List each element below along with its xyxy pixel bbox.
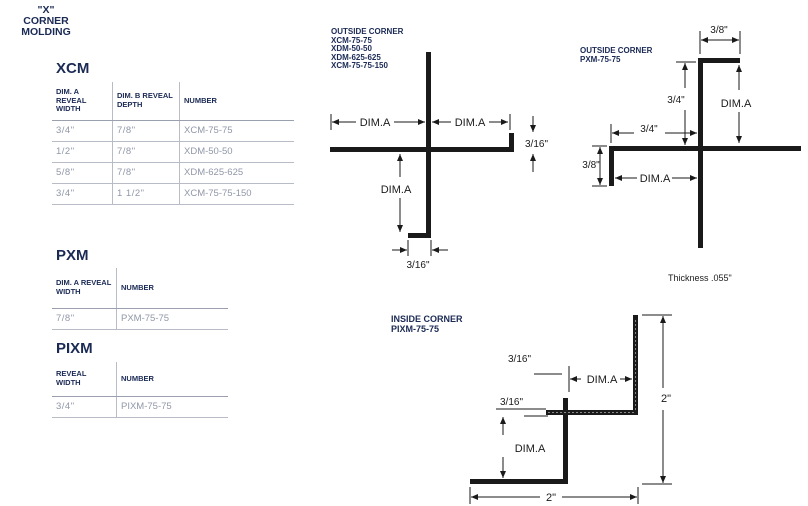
profile-vertical-flange <box>563 398 568 484</box>
profile-left-lip <box>609 146 614 186</box>
dim-3-8-label: 3/8" <box>710 25 728 36</box>
pxm-header-number: NUMBER <box>116 268 228 309</box>
profile-vertical-flange <box>426 52 431 238</box>
table-row: 3/4" PIXM-75-75 <box>52 396 228 418</box>
label-line: OUTSIDE CORNER <box>331 27 404 36</box>
profile-return-lip <box>509 133 514 152</box>
outside-corner-xcm-drawing: DIM.A DIM.A 3/16" DIM.A 3/16" <box>330 52 548 271</box>
dim-3-16-label: 3/16" <box>500 397 523 408</box>
cell-dim-b: 7/8" <box>112 162 180 184</box>
dim-a-label: DIM.A <box>640 173 671 185</box>
profile-horizontal-flange <box>330 147 514 152</box>
page-title: "X" CORNER MOLDING <box>21 4 71 38</box>
profile-horizontal-flange <box>609 146 801 151</box>
cell-dim-b: 1 1/2" <box>112 183 180 205</box>
cell-dim-a: 3/4" <box>52 120 113 142</box>
cell-dim-a: 3/4" <box>52 183 113 205</box>
table-row: 1/2" 7/8" XDM-50-50 <box>52 141 294 163</box>
table-row: 3/4" 1 1/2" XCM-75-75-150 <box>52 183 294 205</box>
dim-3-16-label: 3/16" <box>525 139 548 150</box>
outside-corner-pxm-drawing: 3/8" 3/4" DIM.A 3/4" 3/8" DIM.A Thicknes… <box>582 25 801 283</box>
dim-a-label: DIM.A <box>455 117 486 129</box>
cell-dim-a: 7/8" <box>52 308 117 330</box>
table-row: 3/4" 7/8" XCM-75-75 <box>52 120 294 142</box>
xcm-section-title: XCM <box>56 60 90 77</box>
outside-corner-pxm-label: OUTSIDE CORNER PXM-75-75 <box>580 46 653 64</box>
label-line: XDM-50-50 <box>331 44 372 53</box>
dim-a-label: DIM.A <box>360 117 391 129</box>
pixm-header-number: NUMBER <box>116 362 228 397</box>
label-line: PIXM-75-75 <box>391 324 440 334</box>
cell-dim-b: 7/8" <box>112 141 180 163</box>
cell-dim-a: 1/2" <box>52 141 113 163</box>
pxm-table: DIM. A REVEAL WIDTH NUMBER 7/8" PXM-75-7… <box>52 268 228 330</box>
profile-vertical-flange <box>698 58 703 248</box>
profile-bottom-flange <box>470 479 568 484</box>
cell-dim-a: 5/8" <box>52 162 113 184</box>
dim-3-4-label: 3/4" <box>667 95 685 106</box>
outside-corner-xcm-label: OUTSIDE CORNER XCM-75-75 XDM-50-50 XDM-6… <box>331 27 404 71</box>
cell-number: PXM-75-75 <box>116 308 228 330</box>
thickness-note: Thickness .055" <box>668 273 732 283</box>
dim-2-label: 2" <box>546 492 556 504</box>
inside-corner-pixm-drawing: DIM.A 3/16" 3/16" DIM.A 2" 2" <box>469 314 672 504</box>
label-line: XDM-625-625 <box>331 52 381 62</box>
dim-a-label: DIM.A <box>587 374 618 386</box>
cell-dim-b: 7/8" <box>112 120 180 142</box>
dim-3-4-label: 3/4" <box>640 124 658 135</box>
inside-corner-pixm-label: INSIDE CORNER PIXM-75-75 <box>391 314 463 334</box>
dim-3-8-label: 3/8" <box>582 160 600 171</box>
dim-3-16-label: 3/16" <box>508 354 531 365</box>
cell-number: XDM-50-50 <box>179 141 294 163</box>
pxm-section-title: PXM <box>56 247 89 264</box>
label-line: PXM-75-75 <box>580 54 621 64</box>
cell-number: XCM-75-75-150 <box>179 183 294 205</box>
label-line: INSIDE CORNER <box>391 314 463 324</box>
cell-number: XCM-75-75 <box>179 120 294 142</box>
label-line: XCM-75-75-150 <box>331 61 388 70</box>
dim-a-label: DIM.A <box>721 98 752 110</box>
xcm-header-dim-a: DIM. A REVEAL WIDTH <box>52 82 113 121</box>
label-line: XCM-75-75 <box>331 35 372 45</box>
pixm-table: REVEAL WIDTH NUMBER 3/4" PIXM-75-75 <box>52 362 228 418</box>
table-row: 5/8" 7/8" XDM-625-625 <box>52 162 294 184</box>
dim-a-label: DIM.A <box>515 443 546 455</box>
profile-top-lip <box>698 58 740 63</box>
cell-dim-a: 3/4" <box>52 396 117 418</box>
xcm-header-dim-b: DIM. B REVEAL DEPTH <box>112 82 180 121</box>
cell-number: PIXM-75-75 <box>116 396 228 418</box>
pixm-section-title: PIXM <box>56 340 93 357</box>
table-row: 7/8" PXM-75-75 <box>52 308 228 330</box>
dim-3-16-label: 3/16" <box>406 260 429 271</box>
dim-2-label: 2" <box>661 393 671 405</box>
xcm-table: DIM. A REVEAL WIDTH DIM. B REVEAL DEPTH … <box>52 82 294 205</box>
xcm-header-number: NUMBER <box>179 82 294 121</box>
pixm-header-reveal-width: REVEAL WIDTH <box>52 362 117 397</box>
dim-a-label: DIM.A <box>381 184 412 196</box>
cell-number: XDM-625-625 <box>179 162 294 184</box>
profile-bottom-lip <box>408 233 431 238</box>
pxm-header-dim-a: DIM. A REVEAL WIDTH <box>52 268 117 309</box>
label-line: OUTSIDE CORNER <box>580 46 653 55</box>
